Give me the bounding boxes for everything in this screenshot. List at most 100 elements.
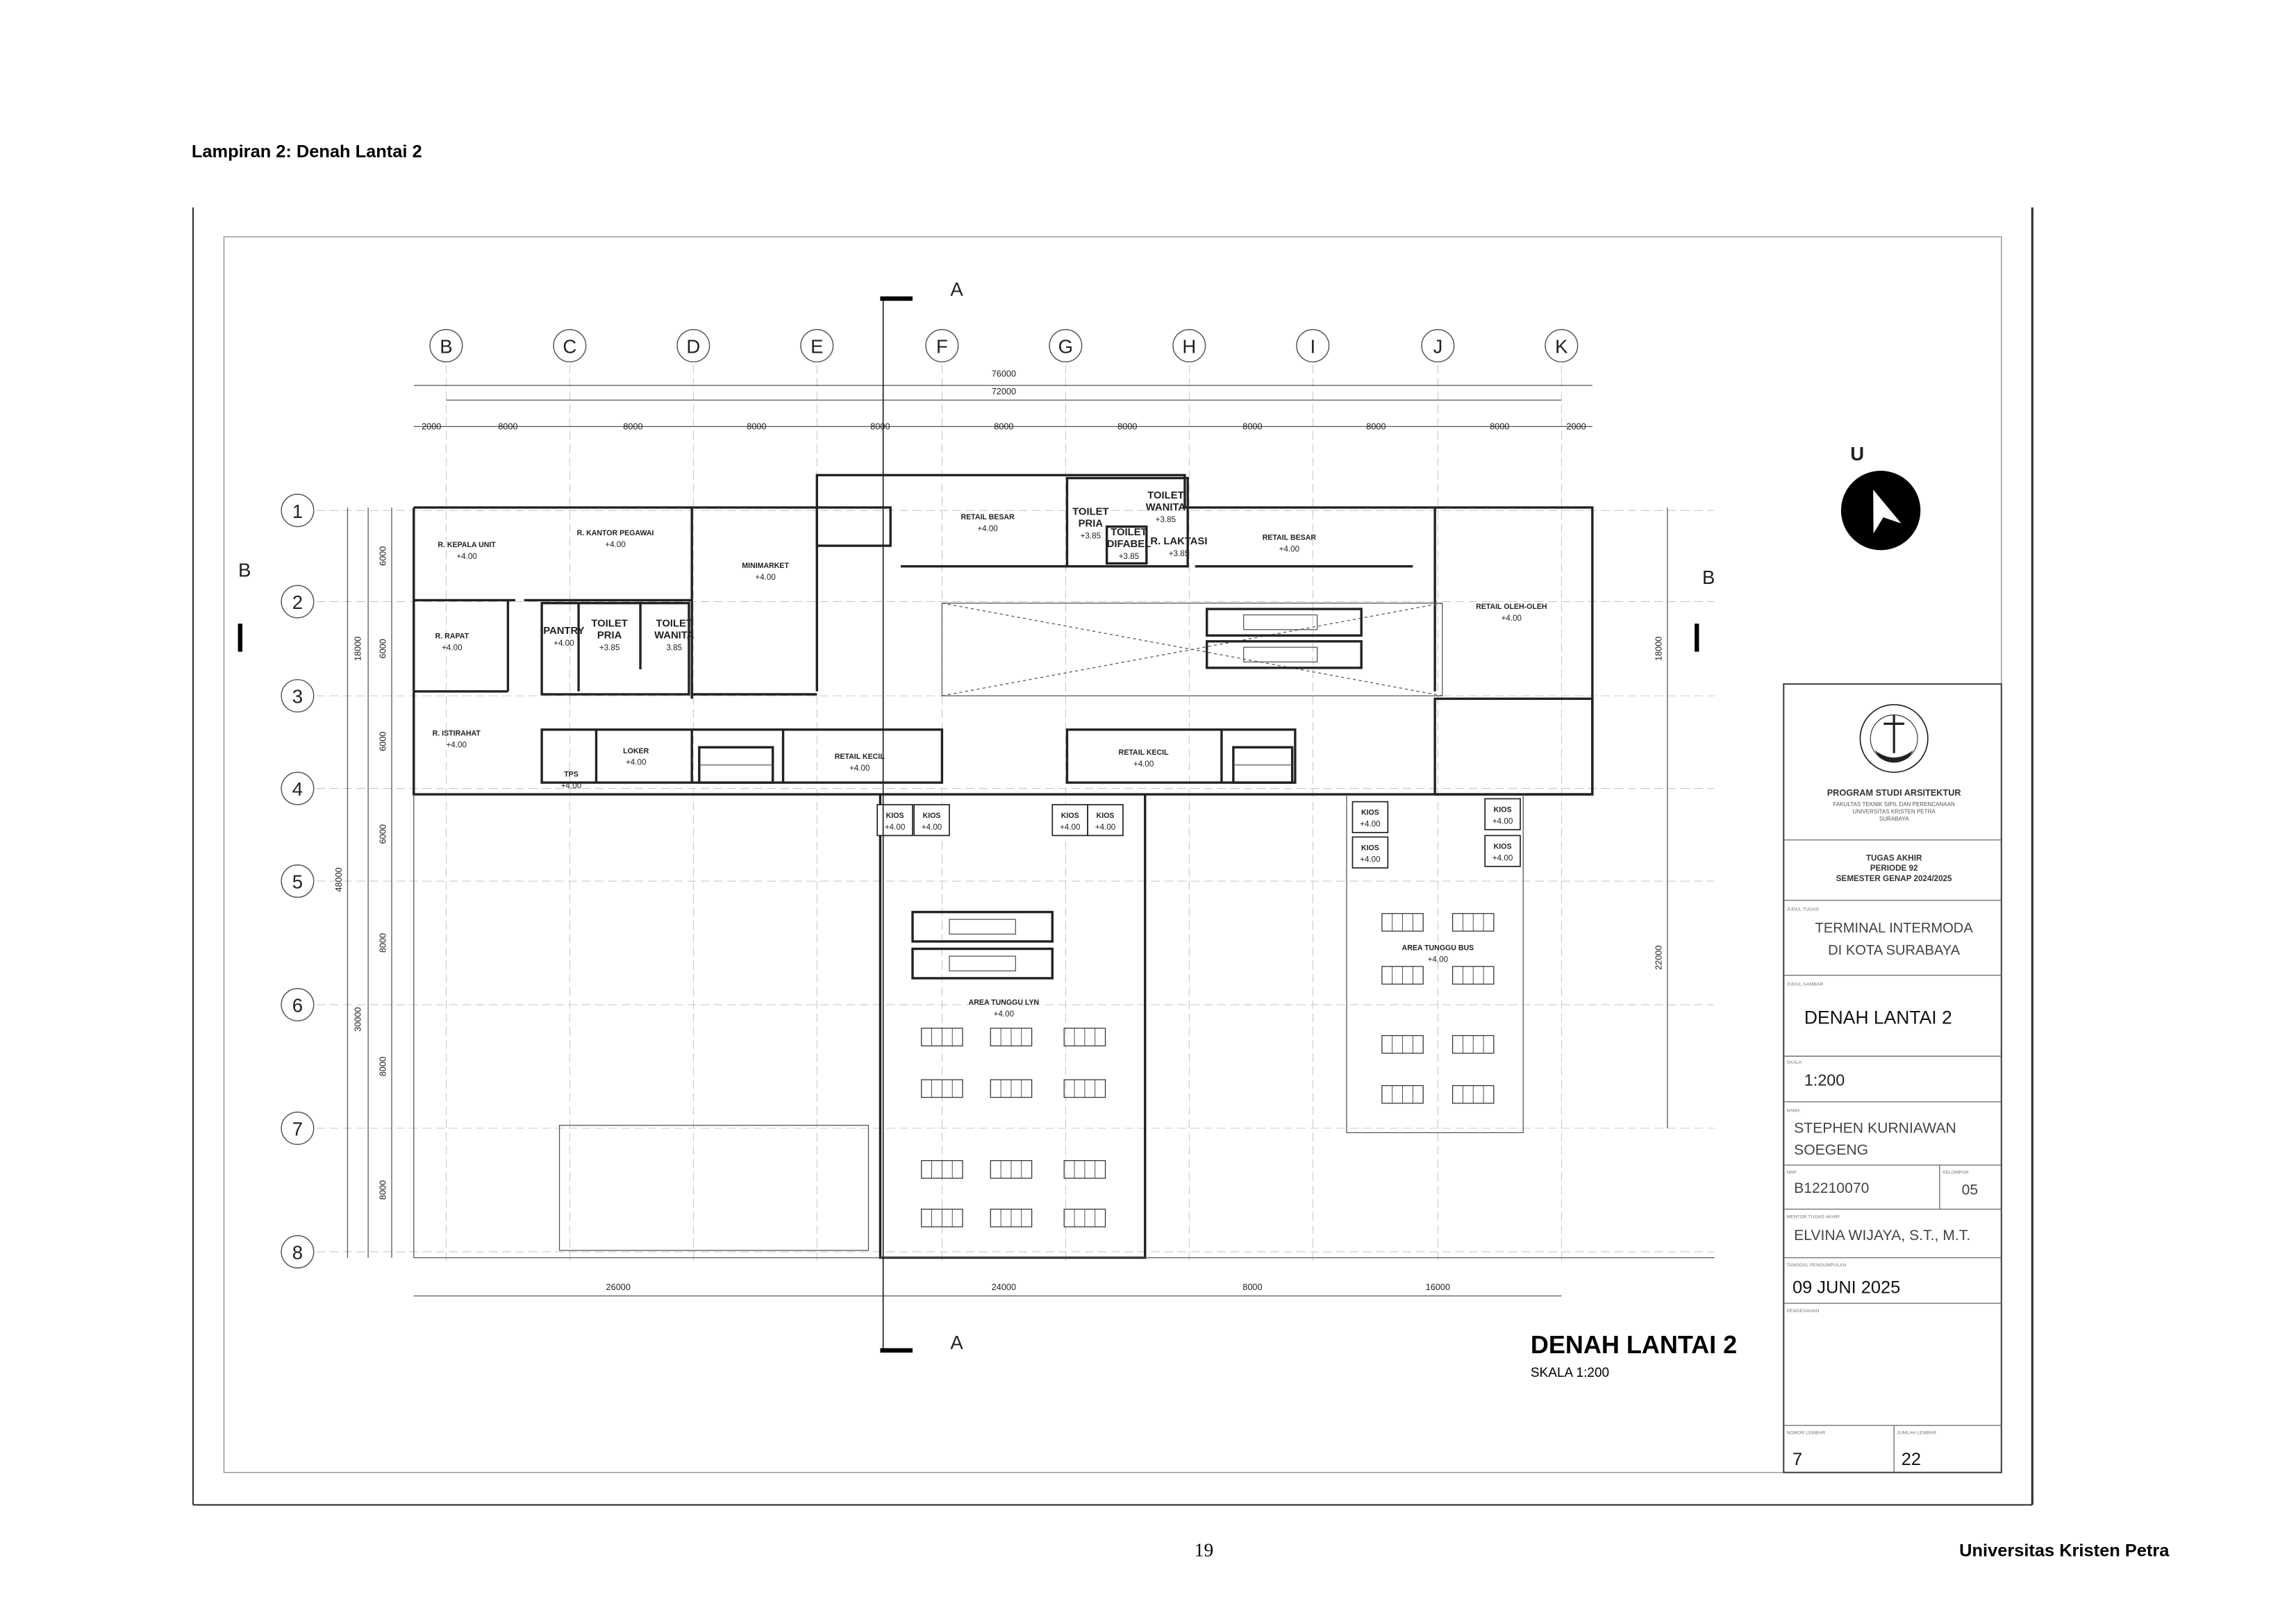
tb-program: PROGRAM STUDI ARSITEKTUR xyxy=(1827,787,1961,798)
dim-right: 18000 xyxy=(1653,637,1663,661)
tb-date-label: TANGGAL PENGUMPULAN xyxy=(1786,1263,1846,1268)
seat-row xyxy=(1381,966,1424,985)
grid-bubble-col xyxy=(429,328,463,362)
tb-name-line1: STEPHEN KURNIAWAN xyxy=(1794,1120,1956,1136)
dim-top-span: 8000 xyxy=(1366,421,1386,432)
grid-bubble-row xyxy=(281,494,315,528)
dim-left-group: 30000 xyxy=(353,1007,363,1032)
dim-top-span: 8000 xyxy=(1242,421,1262,432)
room-name: PRIA xyxy=(1079,518,1104,529)
room-name: R. KEPALA UNIT xyxy=(438,541,496,549)
grid-bubble-col xyxy=(1049,328,1083,362)
university-logo xyxy=(1859,703,1929,773)
room-name: TOILET xyxy=(1147,490,1183,501)
room-name: R. LAKTASI xyxy=(1150,536,1207,547)
room-label: RETAIL BESAR+4.00 xyxy=(960,513,1015,533)
dimension-lines: 76000 72000 48000 18000 30000 18000 2200… xyxy=(333,368,1668,1297)
room-label: PANTRY+4.00 xyxy=(543,626,584,648)
tb-university: UNIVERSITAS KRISTEN PETRA xyxy=(1853,809,1936,815)
escalator-upper xyxy=(1206,608,1363,669)
dim-top-span: 8000 xyxy=(870,421,890,432)
room-elevation: +4.00 xyxy=(561,782,582,791)
dim-left-span: 8000 xyxy=(378,1180,388,1200)
room-elevation: +3.85 xyxy=(1119,552,1139,561)
tb-total-label: JUMLAH LEMBAR xyxy=(1897,1431,1936,1436)
room-label: TPS+4.00 xyxy=(561,771,582,791)
tb-drawing-label: JUDUL GAMBAR xyxy=(1786,982,1823,987)
room-name: PANTRY xyxy=(543,626,584,637)
room-elevation: +4.00 xyxy=(977,524,998,533)
room-elevation: +3.85 xyxy=(1156,515,1176,524)
dim-top-span: 8000 xyxy=(1490,421,1509,432)
drawing-scale: SKALA 1:200 xyxy=(1531,1366,1609,1380)
dim-bottom-span: 24000 xyxy=(992,1282,1016,1292)
grid-label-row: 7 xyxy=(292,1119,303,1140)
sheet-frame xyxy=(192,207,2033,1506)
room-name: TOILET xyxy=(1110,527,1147,538)
tb-project-line2: DI KOTA SURABAYA xyxy=(1828,943,1961,958)
room-elevation: +4.00 xyxy=(446,740,467,749)
grid-label-row: 6 xyxy=(292,995,303,1016)
tb-date: 09 JUNI 2025 xyxy=(1792,1278,1900,1297)
room-label: R. LAKTASI+3.85 xyxy=(1150,536,1207,558)
waiting-seats xyxy=(921,913,1495,1228)
dim-bottom-span: 16000 xyxy=(1426,1282,1450,1292)
dim-left-total: 48000 xyxy=(333,867,344,891)
room-elevation: +4.00 xyxy=(755,573,776,582)
room-name: TOILET xyxy=(1072,507,1108,518)
stair-east xyxy=(1232,746,1294,784)
kiosk: KIOS+4.00 xyxy=(1484,798,1521,830)
room-name: R. ISTIRAHAT xyxy=(433,729,481,737)
room-elevation: +3.85 xyxy=(1081,531,1101,540)
seat-row xyxy=(1451,913,1495,932)
tb-name-line2: SOEGENG xyxy=(1794,1142,1868,1158)
kiosk: KIOS+4.00 xyxy=(1051,804,1088,837)
room-elevation: +4.00 xyxy=(994,1010,1015,1019)
tb-group: 05 xyxy=(1962,1182,1979,1198)
grid-label-col: H xyxy=(1182,335,1196,357)
dim-top-axis: 72000 xyxy=(992,386,1016,396)
section-a-label-top: A xyxy=(950,278,963,300)
grid-bubble-row xyxy=(281,771,315,805)
kiosk: KIOS+4.00 xyxy=(1087,804,1124,837)
seat-row xyxy=(1381,913,1424,932)
dim-right: 22000 xyxy=(1653,946,1663,970)
seat-row xyxy=(921,1208,963,1228)
kiosk: KIOS+4.00 xyxy=(1351,801,1389,834)
room-label: AREA TUNGGU LYN +4.00 xyxy=(969,998,1039,1019)
room-elevation: +4.00 xyxy=(456,552,477,561)
room-labels: R. KEPALA UNIT+4.00R. KANTOR PEGAWAI+4.0… xyxy=(433,490,1547,1019)
seat-row xyxy=(990,1028,1033,1047)
grid-bubble-col xyxy=(800,328,834,362)
dim-left-span: 6000 xyxy=(378,824,388,844)
seat-row xyxy=(1063,1028,1106,1047)
kiosk-name: KIOS xyxy=(1494,806,1512,814)
grid-bubble-row xyxy=(281,1234,315,1269)
tb-project-label: JUDUL TUGAS xyxy=(1786,907,1819,912)
grid-label-col: B xyxy=(440,335,452,357)
dim-top-span: 8000 xyxy=(747,421,766,432)
dim-top-span: 8000 xyxy=(1117,421,1137,432)
seat-row xyxy=(990,1208,1033,1228)
room-elevation: +4.00 xyxy=(1133,760,1154,769)
seat-row xyxy=(921,1028,963,1047)
dim-left-span: 6000 xyxy=(378,732,388,751)
room-name: AREA TUNGGU LYN xyxy=(969,998,1039,1007)
section-a-label-bottom: A xyxy=(950,1332,963,1353)
room-name: TOILET xyxy=(656,619,692,630)
grid-bubble-row xyxy=(281,987,315,1022)
tb-course: TUGAS AKHIR xyxy=(1866,853,1922,862)
grid-label-row: 1 xyxy=(292,501,303,522)
section-b-marker: B B xyxy=(238,560,1715,652)
room-elevation: 3.85 xyxy=(666,643,682,652)
seat-row xyxy=(1451,1085,1495,1104)
kiosk-name: KIOS xyxy=(1494,842,1512,851)
room-elevation: +3.85 xyxy=(599,643,619,652)
room-name: R. RAPAT xyxy=(435,632,469,640)
dim-top-span: 8000 xyxy=(498,421,517,432)
